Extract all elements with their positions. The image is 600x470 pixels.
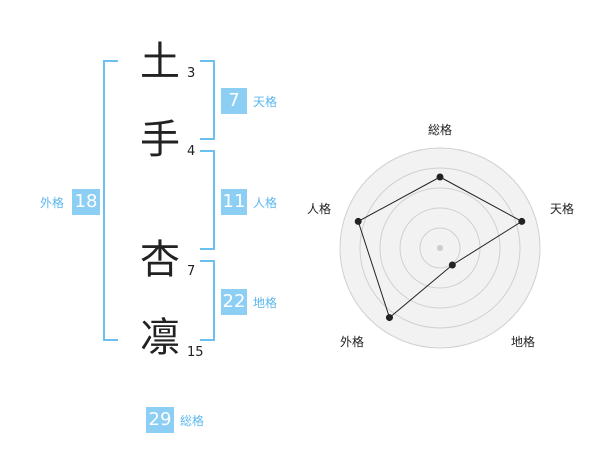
radar-point-3 xyxy=(448,261,456,269)
radar-point-5 xyxy=(354,217,362,225)
name-char-2: 手 xyxy=(140,117,180,163)
radar-point-1 xyxy=(436,173,444,181)
tenkaku-label: 天格 xyxy=(253,95,278,109)
stroke-count-3: 7 xyxy=(187,264,196,279)
radar-center-dot xyxy=(437,245,443,251)
radar-axis-label-gaikaku: 外格 xyxy=(340,335,365,349)
radar-axis-label-tenkaku: 天格 xyxy=(550,202,575,216)
stroke-count-4: 15 xyxy=(187,345,204,360)
radar-axis-label-soukaku: 総格 xyxy=(428,123,453,137)
chikaku-bracket xyxy=(200,260,215,341)
chikaku-value-badge: 22 xyxy=(221,289,247,315)
gaikaku-value-badge: 18 xyxy=(72,189,100,215)
soukaku-label: 総格 xyxy=(180,414,205,428)
stroke-count-2: 4 xyxy=(187,144,196,159)
jinkaku-label: 人格 xyxy=(253,196,278,210)
radar-axis-label-jinkaku: 人格 xyxy=(307,202,332,216)
soukaku-value-badge: 29 xyxy=(146,407,174,433)
gaikaku-bracket xyxy=(103,60,118,341)
stroke-count-1: 3 xyxy=(187,66,196,81)
name-char-4: 凛 xyxy=(140,315,180,361)
gaikaku-label: 外格 xyxy=(40,196,65,210)
tenkaku-bracket xyxy=(200,60,215,140)
chikaku-label: 地格 xyxy=(253,296,278,310)
jinkaku-value-badge: 11 xyxy=(221,189,247,215)
radar-point-4 xyxy=(385,314,393,322)
radar-axis-label-chikaku: 地格 xyxy=(511,335,536,349)
radar-point-2 xyxy=(518,217,526,225)
name-char-3: 杏 xyxy=(140,237,180,283)
radar-series-line xyxy=(357,176,523,319)
tenkaku-value-badge: 7 xyxy=(221,88,247,114)
name-char-1: 土 xyxy=(140,39,180,85)
jinkaku-bracket xyxy=(200,150,215,250)
